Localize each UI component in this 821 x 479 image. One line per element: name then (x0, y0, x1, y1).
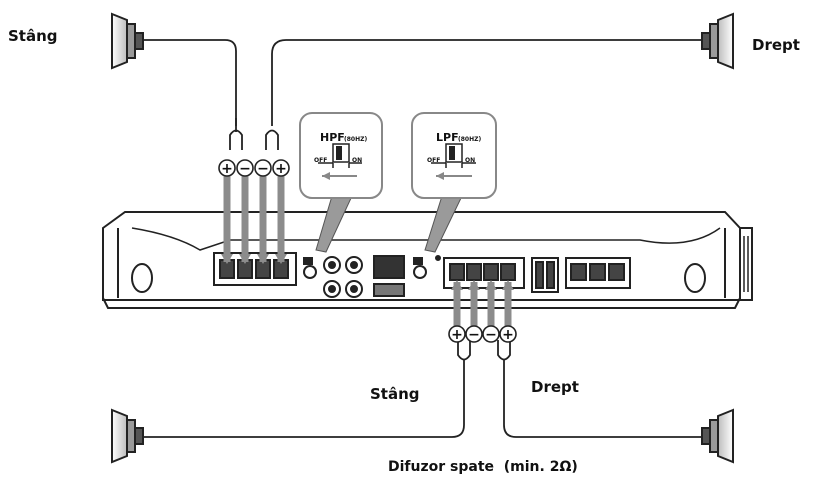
hpf-off: OFF (314, 157, 327, 164)
front-polarity: + − − + (218, 159, 290, 177)
hpf-callout: HPF (80HZ) OFF ON (299, 112, 383, 253)
rear-pol-3: − (485, 327, 497, 343)
lpf-title: LPF (436, 131, 459, 144)
rear-pol-2: − (468, 327, 480, 343)
speaker-front-right (701, 12, 734, 70)
front-pol-2: − (239, 161, 251, 177)
amplifier (102, 211, 753, 309)
power-terminal-block (531, 257, 631, 293)
lpf-sub: (80HZ) (458, 136, 481, 143)
label-front-right: Drept (752, 36, 800, 54)
front-pol-3: − (257, 161, 269, 177)
front-leads (223, 172, 285, 262)
speaker-rear-left (111, 408, 144, 464)
speaker-front-left (111, 12, 144, 70)
lpf-on: ON (465, 157, 475, 164)
hpf-sub: (80HZ) (344, 136, 367, 143)
rear-lead-arrows (451, 280, 514, 290)
front-cables (143, 39, 702, 150)
input-jacks (303, 255, 441, 298)
hpf-on: ON (352, 157, 362, 164)
lpf-off: OFF (427, 157, 440, 164)
front-pol-4: + (275, 161, 287, 177)
speaker-rear-right (701, 408, 734, 464)
label-rear-right: Drept (531, 378, 579, 396)
rear-cables (143, 340, 702, 438)
lpf-callout: LPF (80HZ) OFF ON (411, 112, 497, 253)
front-lead-arrows (221, 254, 287, 264)
label-rear-left: Stâng (370, 385, 420, 403)
rear-pol-1: + (451, 327, 463, 343)
hpf-title: HPF (320, 131, 345, 144)
front-pol-1: + (221, 161, 233, 177)
label-rear-caption: Difuzor spate (min. 2Ω) (388, 459, 578, 475)
rear-polarity: + − − + (448, 325, 517, 343)
label-front-left: Stâng (8, 27, 58, 45)
rear-pol-4: + (502, 327, 514, 343)
